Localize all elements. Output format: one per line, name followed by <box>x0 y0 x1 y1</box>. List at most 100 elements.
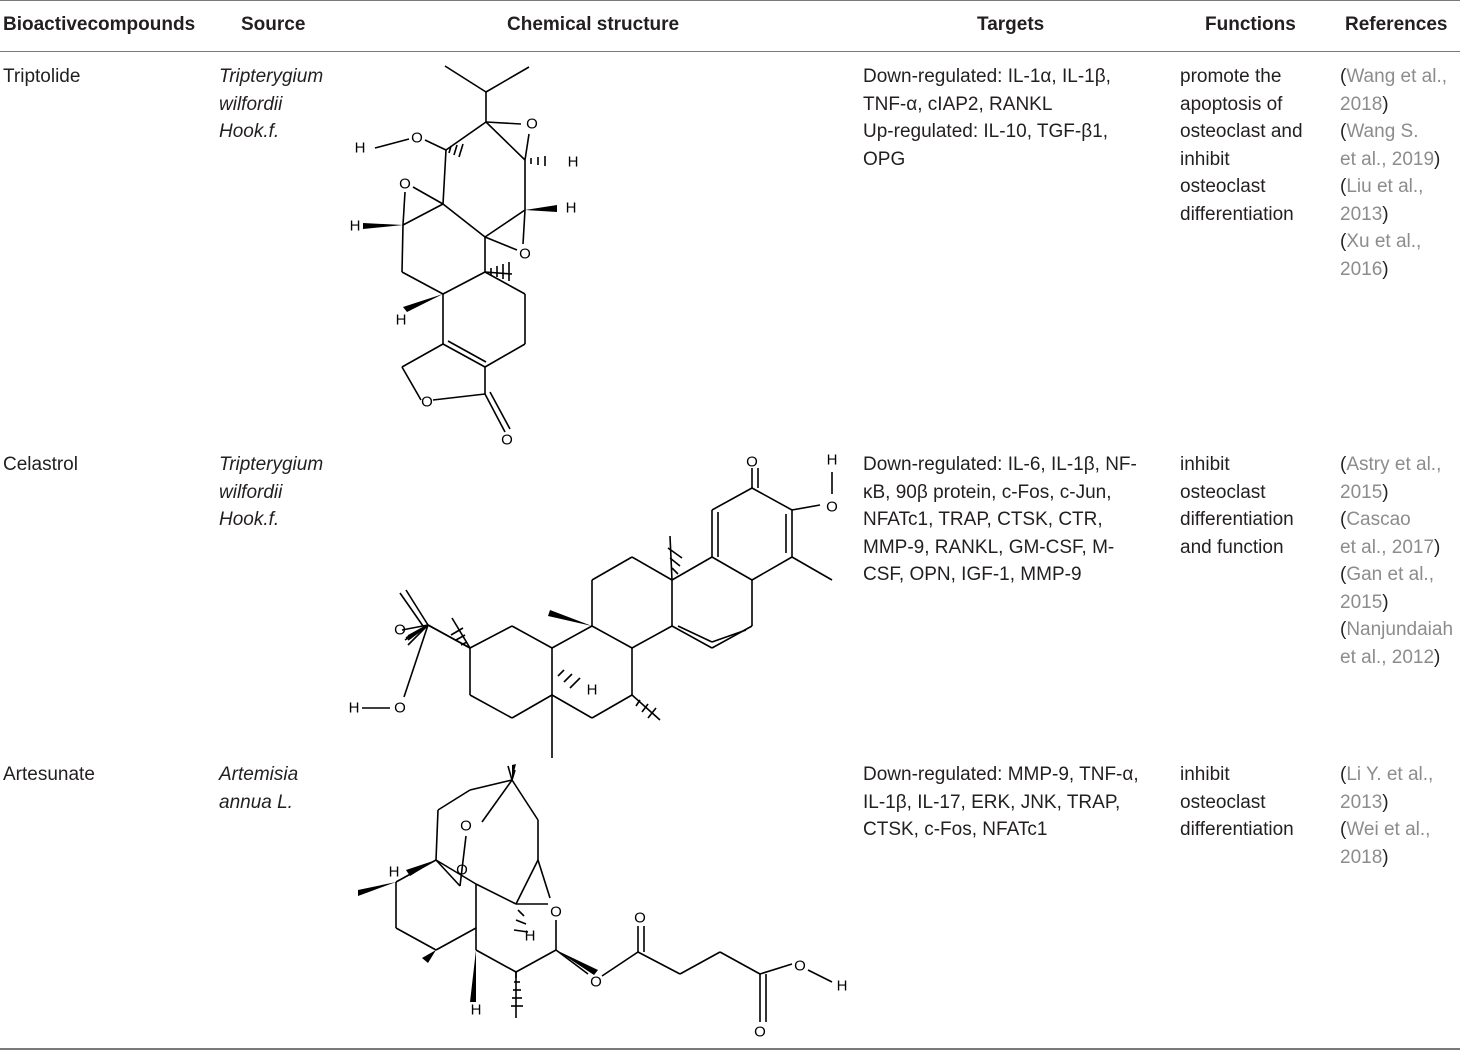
reference-link[interactable]: 2016) <box>1340 258 1389 280</box>
source-line: annua L. <box>219 791 293 813</box>
atom-label: H <box>587 682 598 699</box>
atom-label: O <box>550 904 562 921</box>
column-header-references: References <box>1345 14 1448 35</box>
reference-link[interactable]: (Wang S. <box>1340 121 1419 142</box>
targets-cell: Down-regulated: IL-6, IL-1β, NF- κB, 90β… <box>863 451 1137 589</box>
atom-label: H <box>396 312 407 329</box>
reference-link[interactable]: et al., 2012) <box>1340 646 1441 668</box>
source-line: Hook.f. <box>219 509 280 530</box>
source-line: wilfordii <box>219 93 283 115</box>
functions-line: differentiation <box>1180 203 1294 225</box>
atom-label: O <box>399 176 411 193</box>
atom-label: O <box>501 432 513 449</box>
functions-line: apoptosis of <box>1180 93 1283 115</box>
functions-line: osteoclast and <box>1180 121 1303 142</box>
atom-label: H <box>827 452 838 469</box>
source-cell: Tripterygium wilfordii Hook.f. <box>219 451 323 534</box>
atom-label: O <box>746 454 758 471</box>
atom-label: H <box>525 928 536 945</box>
reference-link[interactable]: (Gan et al., <box>1340 564 1434 585</box>
reference-link[interactable]: (Astry et al., <box>1340 454 1442 475</box>
targets-cell: Down-regulated: IL-1α, IL-1β, TNF-α, cIA… <box>863 63 1111 173</box>
column-header-source: Source <box>241 14 306 35</box>
column-header-functions: Functions <box>1205 14 1296 35</box>
targets-line: MMP-9, RANKL, GM-CSF, M- <box>863 536 1115 558</box>
targets-line: IL-1β, IL-17, ERK, JNK, TRAP, <box>863 791 1121 813</box>
source-line: Hook.f. <box>219 121 280 142</box>
compound-name: Celastrol <box>3 454 78 475</box>
atom-label: O <box>421 394 433 411</box>
artesunate-structure: H O O H O O O O H H O <box>358 764 847 1041</box>
functions-line: inhibit <box>1180 764 1230 785</box>
compound-name: Artesunate <box>3 764 95 785</box>
source-cell: Tripterygium wilfordii Hook.f. <box>219 63 323 146</box>
targets-cell: Down-regulated: MMP-9, TNF-α, IL-1β, IL-… <box>863 761 1139 844</box>
functions-line: promote the <box>1180 66 1282 87</box>
atom-label: H <box>389 864 400 881</box>
functions-line: and function <box>1180 536 1284 558</box>
targets-line: NFATc1, TRAP, CTSK, CTR, <box>863 509 1103 530</box>
reference-link[interactable]: 2013) <box>1340 203 1389 225</box>
functions-line: inhibit <box>1180 148 1230 170</box>
reference-link[interactable]: (Wei et al., <box>1340 819 1431 840</box>
reference-link[interactable]: (Nanjundaiah <box>1340 619 1454 640</box>
source-cell: Artemisia annua L. <box>219 761 298 816</box>
functions-cell: inhibit osteoclast differentiation and f… <box>1180 451 1294 561</box>
functions-cell: promote the apoptosis of osteoclast and … <box>1180 63 1303 228</box>
atom-label: O <box>411 130 423 147</box>
atom-label: O <box>590 974 602 991</box>
functions-line: inhibit <box>1180 454 1230 475</box>
references-cell: (Astry et al., 2015) (Cascao et al., 201… <box>1340 451 1453 671</box>
targets-line: Down-regulated: MMP-9, TNF-α, <box>863 764 1139 785</box>
references-cell: (Wang et al., 2018) (Wang S. et al., 201… <box>1340 63 1447 283</box>
triptolide-structure: H O O H O H H O H O O <box>350 65 579 449</box>
source-line: wilfordii <box>219 481 283 503</box>
atom-label: O <box>826 499 838 516</box>
reference-link[interactable]: 2018) <box>1340 93 1389 115</box>
atom-label: O <box>519 246 531 263</box>
atom-label: O <box>394 700 406 717</box>
table-top-rule <box>0 0 1460 1</box>
atom-label: O <box>794 958 806 975</box>
targets-line: TNF-α, cIAP2, RANKL <box>863 93 1053 115</box>
reference-link[interactable]: (Xu et al., <box>1340 231 1422 252</box>
table-bottom-rule <box>0 1048 1460 1050</box>
compound-name: Triptolide <box>3 66 81 87</box>
functions-line: osteoclast <box>1180 791 1266 813</box>
atom-label: H <box>355 140 366 157</box>
targets-line: Up-regulated: IL-10, TGF-β1, <box>863 121 1109 142</box>
targets-line: CSF, OPN, IGF-1, MMP-9 <box>863 564 1082 585</box>
targets-line: CTSK, c-Fos, NFATc1 <box>863 819 1048 840</box>
source-line: Tripterygium <box>219 66 324 87</box>
atom-label: H <box>350 218 361 235</box>
targets-line: OPG <box>863 148 906 170</box>
reference-link[interactable]: 2013) <box>1340 791 1389 813</box>
column-header-compounds: Bioactivecompounds <box>3 14 196 35</box>
source-line: Artemisia <box>219 764 299 785</box>
atom-label: O <box>526 116 538 133</box>
atom-label: H <box>471 1002 482 1019</box>
functions-line: osteoclast <box>1180 176 1266 197</box>
atom-label: H <box>566 200 577 217</box>
functions-cell: inhibit osteoclast differentiation <box>1180 761 1294 844</box>
reference-link[interactable]: (Liu et al., <box>1340 176 1424 197</box>
atom-label: H <box>349 700 360 717</box>
atom-label: O <box>394 622 406 639</box>
atom-label: O <box>634 910 646 927</box>
reference-link[interactable]: (Li Y. et al., <box>1340 764 1434 785</box>
celastrol-structure: O H O O H O H <box>349 452 838 758</box>
targets-line: Down-regulated: IL-1α, IL-1β, <box>863 66 1111 87</box>
atom-label: H <box>568 154 579 171</box>
reference-link[interactable]: 2018) <box>1340 846 1389 868</box>
reference-link[interactable]: 2015) <box>1340 591 1389 613</box>
atom-label: O <box>754 1024 766 1041</box>
reference-link[interactable]: (Cascao <box>1340 509 1411 530</box>
reference-link[interactable]: 2015) <box>1340 481 1389 503</box>
reference-link[interactable]: et al., 2017) <box>1340 536 1441 558</box>
functions-line: differentiation <box>1180 509 1294 530</box>
targets-line: κB, 90β protein, c-Fos, c-Jun, <box>863 481 1112 503</box>
functions-line: osteoclast <box>1180 481 1266 503</box>
reference-link[interactable]: et al., 2019) <box>1340 148 1441 170</box>
column-header-structure: Chemical structure <box>507 14 680 35</box>
reference-link[interactable]: (Wang et al., <box>1340 66 1448 87</box>
